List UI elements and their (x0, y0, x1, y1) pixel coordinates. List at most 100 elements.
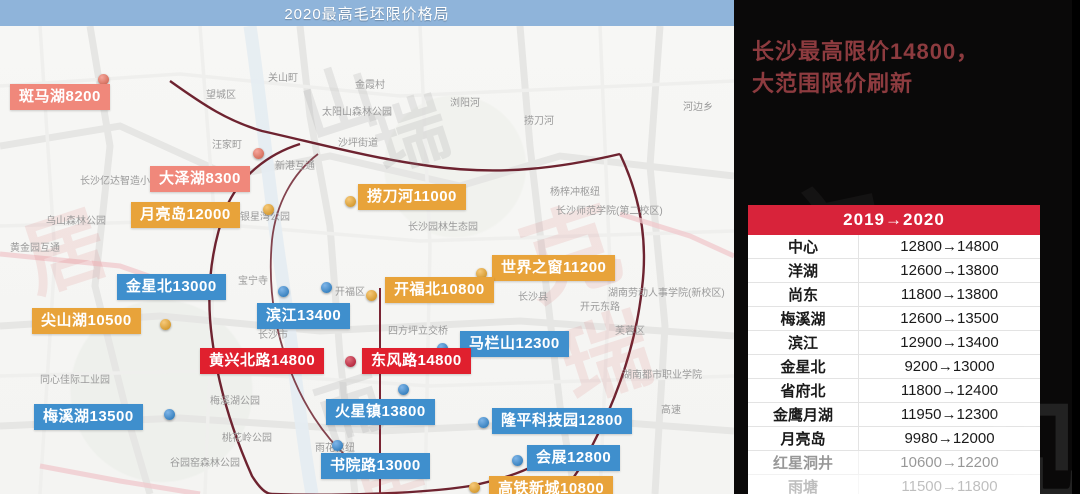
map-price-tag[interactable]: 高铁新城10800 (489, 476, 614, 494)
table-cell-price-change: 12600→13800 (900, 262, 999, 279)
map-title-banner: 2020最高毛坯限价格局 (0, 0, 734, 26)
map-poi-label: 桃花岭公园 (222, 433, 272, 444)
table-cell-area: 梅溪湖 (748, 307, 859, 330)
map-price-pin[interactable] (478, 417, 489, 428)
table-cell-price-change: 12800→14800 (900, 238, 999, 255)
map-price-tag[interactable]: 世界之窗11200 (492, 255, 616, 281)
table-row: 尚东 11800→13800 (748, 283, 1040, 307)
map-poi-label: 长沙亿达智造小镇 (80, 176, 160, 187)
table-row: 金星北 9200→13000 (748, 355, 1040, 379)
map-price-pin[interactable] (278, 286, 289, 297)
map-price-pin[interactable] (332, 440, 343, 451)
panel-headline-line1: 长沙最高限价14800， (752, 39, 980, 64)
map-price-pin[interactable] (164, 409, 175, 420)
table-cell-price-change: 9200→13000 (904, 358, 995, 375)
map-poi-label: 四方坪立交桥 (388, 326, 448, 337)
map-poi-label: 同心佳际工业园 (40, 375, 110, 386)
map-poi-label: 高速 (661, 405, 681, 416)
map-poi-label: 湖南劳动人事学院(新校区) (608, 288, 725, 299)
table-cell-price-change: 11500→11800 (901, 478, 998, 494)
table-row: 雨塘 11500→11800 (748, 475, 1040, 494)
map-price-pin[interactable] (160, 319, 171, 330)
panel-headline-line2: 大范围限价刷新 (752, 70, 914, 96)
map-poi-label: 乌山森林公园 (46, 216, 106, 227)
table-row: 洋湖 12600→13800 (748, 259, 1040, 283)
table-row: 红星洞井 10600→12200 (748, 451, 1040, 475)
map-price-tag[interactable]: 梅溪湖13500 (34, 404, 143, 430)
map-poi-label: 新港互通 (275, 161, 315, 172)
map-poi-label: 长沙师范学院(第二校区) (556, 206, 663, 217)
map-price-pin[interactable] (345, 356, 356, 367)
table-cell-area: 尚东 (748, 283, 859, 306)
map-poi-label: 开元东路 (580, 302, 620, 313)
map-price-tag[interactable]: 会展12800 (527, 445, 621, 471)
map-poi-label: 黄金园互通 (10, 243, 60, 254)
map-price-tag[interactable]: 黄兴北路14800 (200, 348, 325, 374)
table-cell-area: 滨江 (748, 331, 859, 354)
table-cell-area: 红星洞井 (748, 451, 859, 474)
map-price-tag[interactable]: 金星北13000 (117, 274, 226, 300)
map-poi-label: 长沙县 (518, 292, 548, 303)
table-cell-price-change: 12600→13500 (900, 310, 999, 327)
map-price-tag[interactable]: 隆平科技园12800 (492, 408, 632, 434)
map-price-pin[interactable] (469, 482, 480, 493)
map-price-tag[interactable]: 火星镇13800 (326, 399, 435, 425)
right-info-panel: 市 长沙最高限价14800， 大范围限价刷新 2019→2020 中心12800… (734, 0, 1080, 494)
map-price-tag[interactable]: 马栏山12300 (460, 331, 569, 357)
map-poi-label: 望城区 (206, 90, 236, 101)
map-poi-label: 汪家町 (212, 140, 242, 151)
right-black-edge (1072, 0, 1080, 494)
map-poi-label: 湖南都市职业学院 (622, 370, 702, 381)
map-poi-label: 开福区 (335, 287, 365, 298)
map-price-tag[interactable]: 大泽湖8300 (150, 166, 250, 192)
map-price-tag[interactable]: 尖山湖10500 (32, 308, 141, 334)
map-canvas[interactable]: 山 瑞 居 克 瑞 而 居 关山町金霞村沙坪街道太阳山森林公园浏阳河捞刀河河边乡… (0, 26, 734, 494)
map-price-pin[interactable] (366, 290, 377, 301)
map-price-tag[interactable]: 开福北10800 (385, 277, 494, 303)
map-price-tag[interactable]: 书院路13000 (321, 453, 430, 479)
table-cell-area: 洋湖 (748, 259, 859, 282)
table-cell-area: 省府北 (748, 379, 859, 402)
map-poi-label: 捞刀河 (524, 116, 554, 127)
table-header: 2019→2020 (748, 205, 1040, 235)
map-poi-label: 长沙市 (258, 330, 288, 341)
corner-watermark: 见 (976, 393, 1080, 494)
table-cell-price-change: 12900→13400 (900, 334, 999, 351)
map-price-pin[interactable] (476, 268, 487, 279)
map-price-pin[interactable] (98, 74, 109, 85)
map-price-tag[interactable]: 月亮岛12000 (131, 202, 240, 228)
map-panel: 2020最高毛坯限价格局 (0, 0, 734, 494)
map-poi-label: 杨梓冲枢纽 (550, 187, 600, 198)
map-price-pin[interactable] (345, 196, 356, 207)
map-price-pin[interactable] (321, 282, 332, 293)
map-price-pin[interactable] (512, 455, 523, 466)
map-poi-label: 银星湾公园 (240, 212, 290, 223)
map-price-tag[interactable]: 滨江13400 (257, 303, 351, 329)
map-poi-label: 宝宁寺 (238, 276, 268, 287)
map-price-tag[interactable]: 捞刀河11000 (358, 184, 466, 210)
map-poi-label: 谷园窑森林公园 (170, 458, 240, 469)
table-cell-area: 金星北 (748, 355, 859, 378)
table-cell-area: 雨塘 (748, 475, 859, 494)
table-cell-price-change: 11800→13800 (900, 286, 999, 303)
table-cell-price-change: 10600→12200 (900, 454, 999, 471)
map-price-pin[interactable] (398, 384, 409, 395)
table-row: 梅溪湖 12600→13500 (748, 307, 1040, 331)
map-poi-label: 关山町 (268, 73, 298, 84)
map-price-pin[interactable] (263, 204, 274, 215)
map-price-tag[interactable]: 东风路14800 (362, 348, 471, 374)
map-price-pin[interactable] (253, 148, 264, 159)
map-price-tag[interactable]: 斑马湖8200 (10, 84, 110, 110)
table-cell-area: 金鹰月湖 (748, 403, 859, 426)
map-poi-label: 河边乡 (683, 102, 713, 113)
map-poi-label: 梅溪湖公园 (210, 396, 260, 407)
map-poi-label: 太阳山森林公园 (322, 107, 392, 118)
table-row: 滨江 12900→13400 (748, 331, 1040, 355)
map-poi-label: 沙坪街道 (338, 138, 378, 149)
